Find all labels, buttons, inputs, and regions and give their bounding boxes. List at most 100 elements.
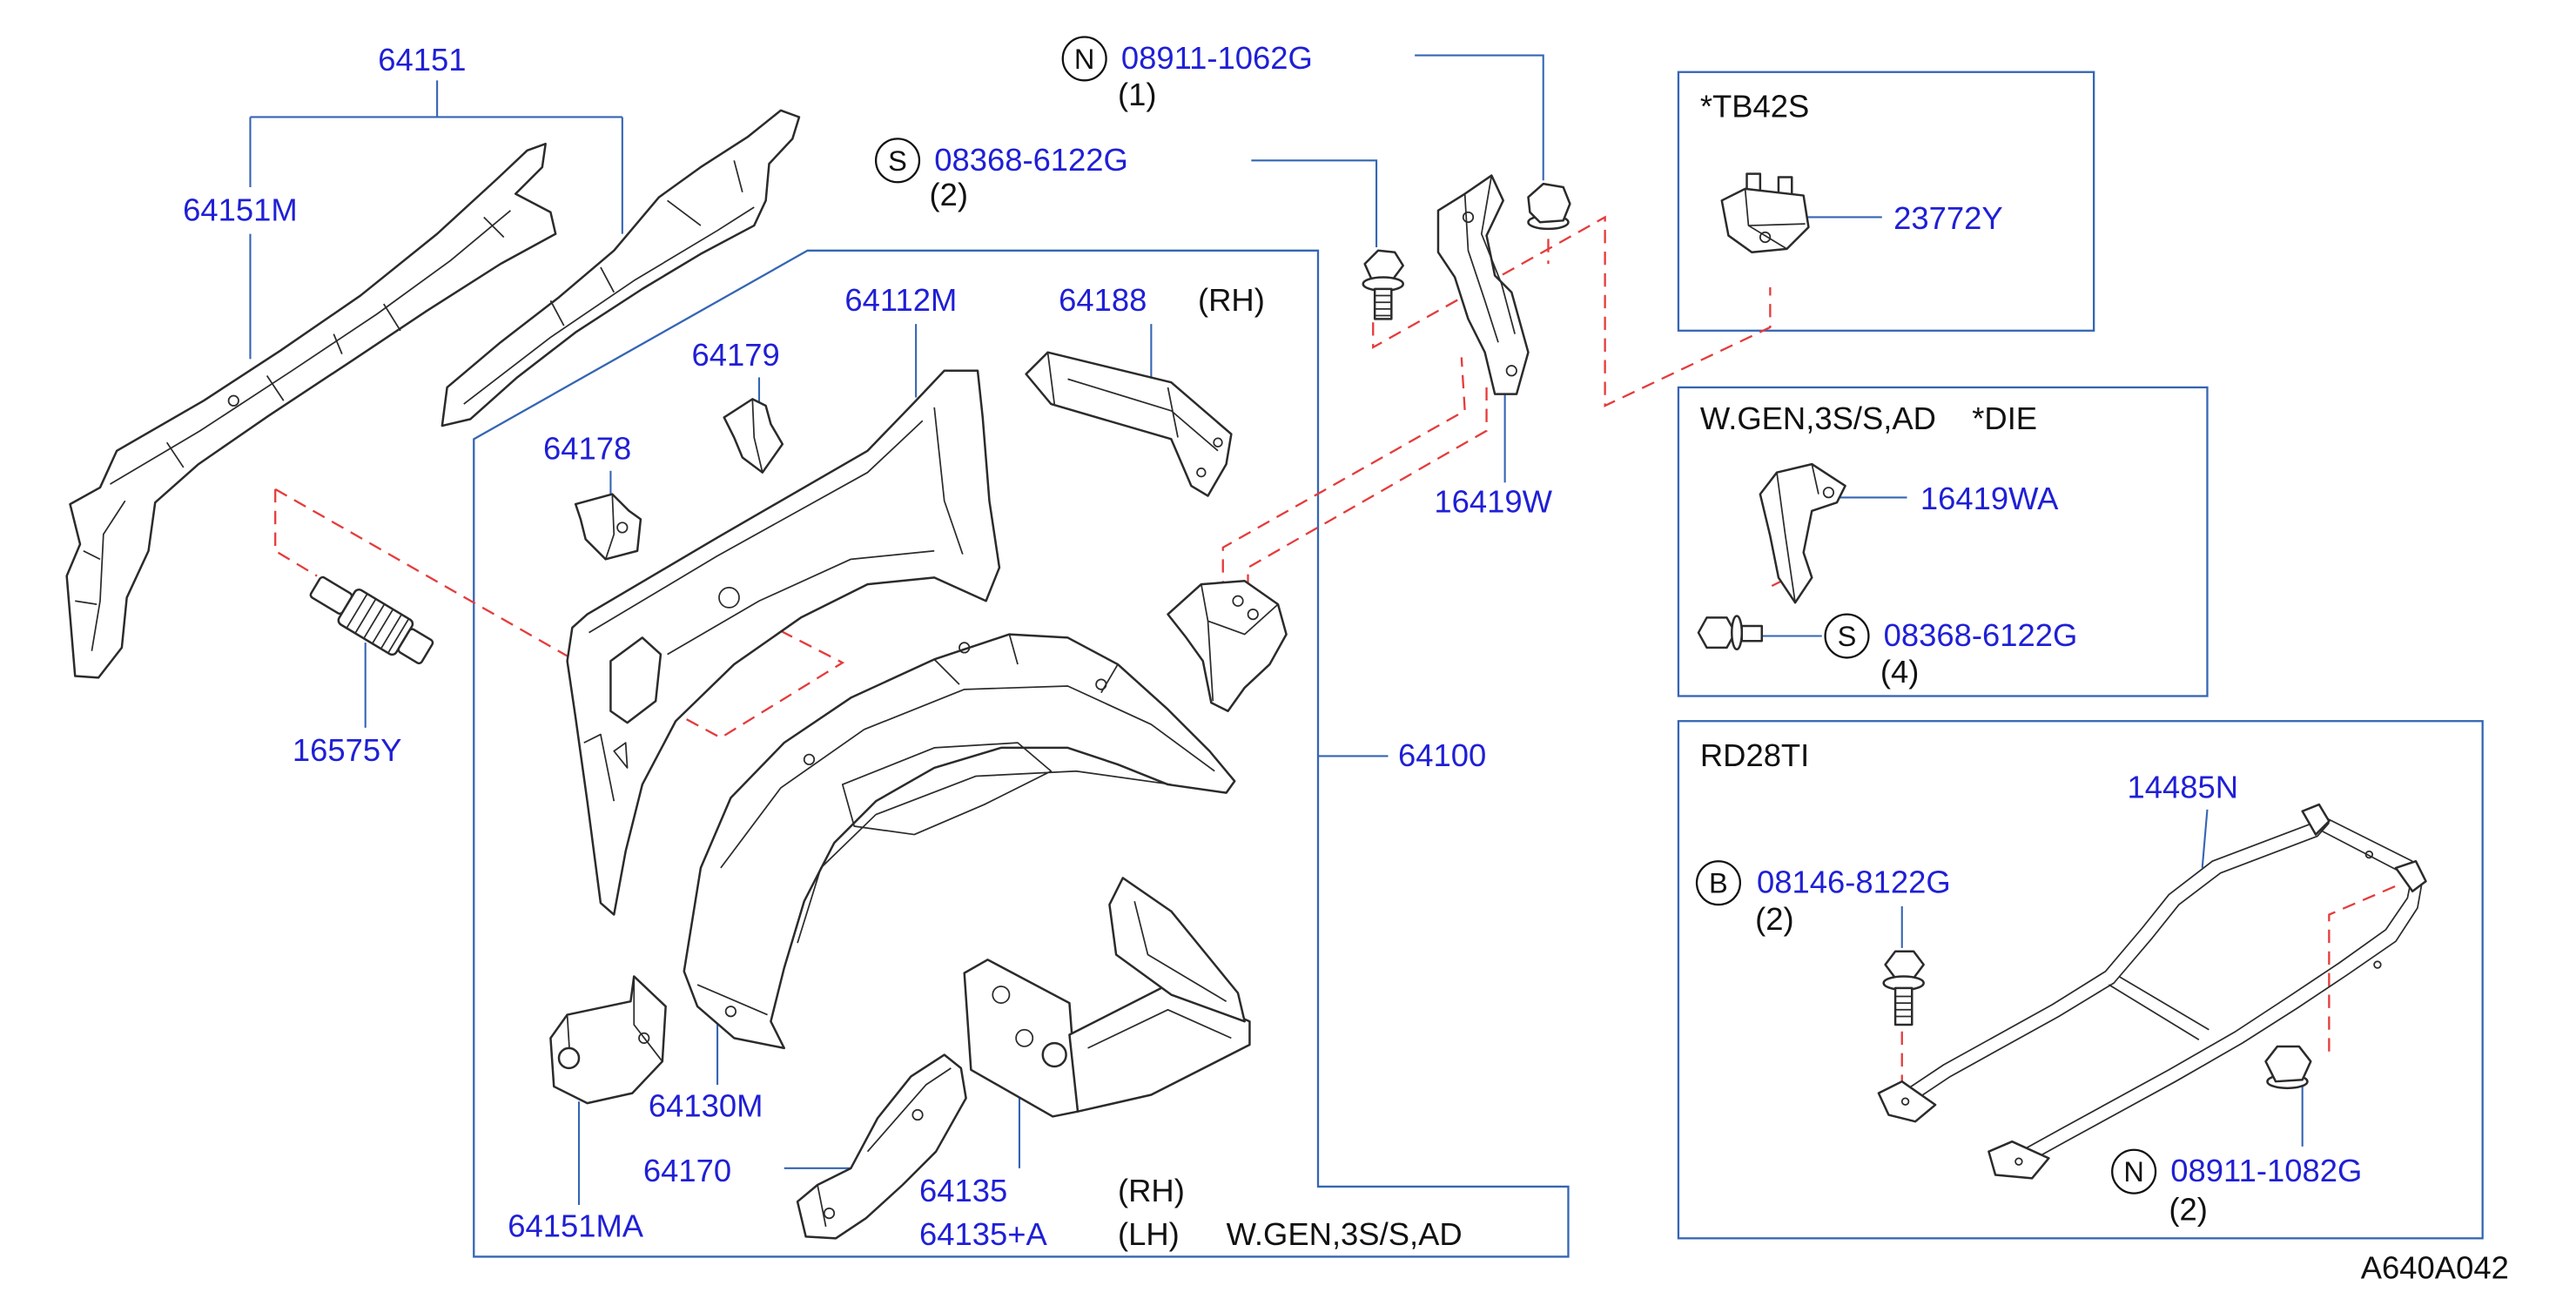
part-cowl-top-64151 bbox=[441, 109, 801, 427]
leader-lines bbox=[249, 54, 2304, 1206]
callout-64130m[interactable]: 64130M bbox=[649, 1087, 763, 1123]
main-callouts: 64151 64151M 16575Y 64178 64179 64112M 6… bbox=[183, 36, 1553, 1252]
callout-16419wa[interactable]: 16419WA bbox=[1920, 481, 2059, 516]
part-detail bbox=[751, 399, 763, 473]
part-bracket-16419wa bbox=[1759, 462, 1846, 604]
part-hole bbox=[1462, 211, 1475, 224]
symbol-letter: S bbox=[1838, 621, 1857, 652]
quantity-label: (2) bbox=[1755, 901, 1794, 937]
callout-64188[interactable]: 64188 bbox=[1059, 282, 1147, 318]
quantity-label: (4) bbox=[1880, 654, 1919, 690]
part-detail bbox=[463, 160, 755, 405]
part-sensor-16575y bbox=[309, 575, 434, 665]
part-outline bbox=[1436, 174, 1530, 395]
inset-box-die bbox=[1677, 386, 2209, 697]
mount-plate bbox=[2301, 803, 2331, 836]
symbol-circle bbox=[874, 138, 921, 184]
callout-16419w[interactable]: 16419W bbox=[1434, 484, 1552, 520]
side-note-64135: (RH) bbox=[1118, 1173, 1185, 1208]
callout-16575y[interactable]: 16575Y bbox=[293, 732, 402, 768]
dashed-connector-apron-hole bbox=[658, 600, 845, 739]
part-hole bbox=[557, 1046, 581, 1070]
part-hoodledge-64112m bbox=[566, 369, 1001, 916]
part-hole bbox=[1759, 231, 1772, 244]
callout-64100[interactable]: 64100 bbox=[1398, 737, 1486, 773]
sensor-threads bbox=[346, 593, 410, 654]
part-outline bbox=[65, 142, 557, 679]
dashed-connectors bbox=[274, 215, 2400, 1102]
nut-body bbox=[2264, 1045, 2312, 1083]
callout-64179[interactable]: 64179 bbox=[692, 337, 780, 373]
part-bracket-64151ma bbox=[549, 975, 667, 1105]
mount-plate bbox=[1877, 1080, 1937, 1123]
bolt-shank bbox=[1740, 624, 1764, 643]
leader-nut-top bbox=[1415, 54, 1544, 181]
bolt-shank bbox=[1373, 287, 1393, 320]
part-outline bbox=[549, 975, 667, 1105]
bolt-threads bbox=[1375, 294, 1392, 317]
rail-right bbox=[1998, 872, 2424, 1176]
side-note-64188: (RH) bbox=[1198, 282, 1265, 318]
part-hole bbox=[1041, 1041, 1067, 1068]
symbol-letter: S bbox=[888, 145, 907, 177]
bolt-08146-8122g bbox=[1882, 950, 1925, 1026]
part-detail bbox=[817, 1067, 952, 1228]
part-hole bbox=[724, 1006, 737, 1018]
bolt-threads bbox=[1895, 995, 1913, 1018]
part-bracket-64178 bbox=[574, 493, 642, 561]
nut-08911-1082g bbox=[2264, 1045, 2312, 1090]
part-hole bbox=[1247, 608, 1259, 621]
part-hole bbox=[1196, 468, 1207, 478]
dashed-connector-sensor bbox=[274, 488, 568, 657]
part-wheelhouse-64130m bbox=[683, 633, 1236, 1050]
callout-64170[interactable]: 64170 bbox=[643, 1153, 731, 1188]
callout-08368-6122g[interactable]: 08368-6122G bbox=[934, 142, 1128, 178]
callout-64151[interactable]: 64151 bbox=[378, 42, 466, 77]
callout-64135[interactable]: 64135 bbox=[919, 1173, 1007, 1208]
callout-08911-1062g[interactable]: 08911-1062G bbox=[1121, 40, 1313, 76]
callout-64151ma[interactable]: 64151MA bbox=[508, 1208, 644, 1243]
callout-14485n[interactable]: 14485N bbox=[2127, 769, 2238, 804]
dashed-connector-inset-rd28ti bbox=[1900, 883, 2400, 1102]
inset-title-suffix: *DIE bbox=[1972, 400, 2037, 436]
callout-08368-6122g-inset[interactable]: 08368-6122G bbox=[1884, 617, 2078, 653]
inset-labels-die: W.GEN,3S/S,AD *DIE 16419WA S 08368-6122G… bbox=[1700, 400, 2077, 690]
dashed-connector-corner-bracket bbox=[1221, 357, 1488, 595]
part-hole bbox=[1095, 678, 1107, 690]
callout-64178[interactable]: 64178 bbox=[543, 430, 631, 466]
callout-64135a[interactable]: 64135+A bbox=[919, 1216, 1047, 1252]
part-bracket-64188 bbox=[1025, 351, 1233, 497]
part-hole bbox=[2373, 960, 2382, 969]
part-detail bbox=[696, 634, 1215, 1016]
symbol-letter: N bbox=[1074, 44, 1095, 75]
mount-plate bbox=[2394, 859, 2427, 892]
callout-08911-1082g[interactable]: 08911-1082G bbox=[2170, 1153, 2362, 1188]
part-window-cutout bbox=[609, 636, 662, 724]
symbol-circle bbox=[1824, 613, 1870, 659]
inset-labels-tb42s: *TB42S 23772Y bbox=[1700, 88, 2003, 235]
part-detail bbox=[75, 210, 511, 651]
side-note-64135a: (LH) bbox=[1118, 1216, 1180, 1252]
sensor-tip bbox=[397, 628, 434, 665]
leader-14485n bbox=[2201, 809, 2209, 868]
support-upright bbox=[1108, 877, 1246, 1023]
part-detail bbox=[1776, 463, 1819, 603]
part-hole bbox=[1213, 437, 1223, 447]
callout-08146-8122g[interactable]: 08146-8122G bbox=[1757, 865, 1951, 900]
part-hole bbox=[2014, 1157, 2023, 1166]
symbol-circle bbox=[1695, 860, 1742, 906]
dashed-connector-bracket-bolt bbox=[1372, 215, 1772, 407]
part-detail bbox=[1087, 901, 1232, 1049]
part-hole bbox=[2364, 850, 2374, 859]
figure-code: A640A042 bbox=[2361, 1249, 2509, 1285]
assembly-outline-64100 bbox=[473, 249, 1570, 1258]
part-bracket-16419w bbox=[1436, 174, 1530, 395]
fastener-callout-nut-top: N 08911-1062G (1) bbox=[1061, 36, 1313, 112]
callout-23772y[interactable]: 23772Y bbox=[1893, 200, 2003, 236]
callout-64112m[interactable]: 64112M bbox=[844, 282, 957, 318]
part-corner-bracket bbox=[1167, 580, 1288, 712]
bolt-08368-6122g-top bbox=[1362, 249, 1404, 320]
part-hole bbox=[638, 1032, 650, 1044]
nut-08911-1062g-top bbox=[1527, 182, 1571, 231]
callout-64151m[interactable]: 64151M bbox=[183, 192, 298, 227]
